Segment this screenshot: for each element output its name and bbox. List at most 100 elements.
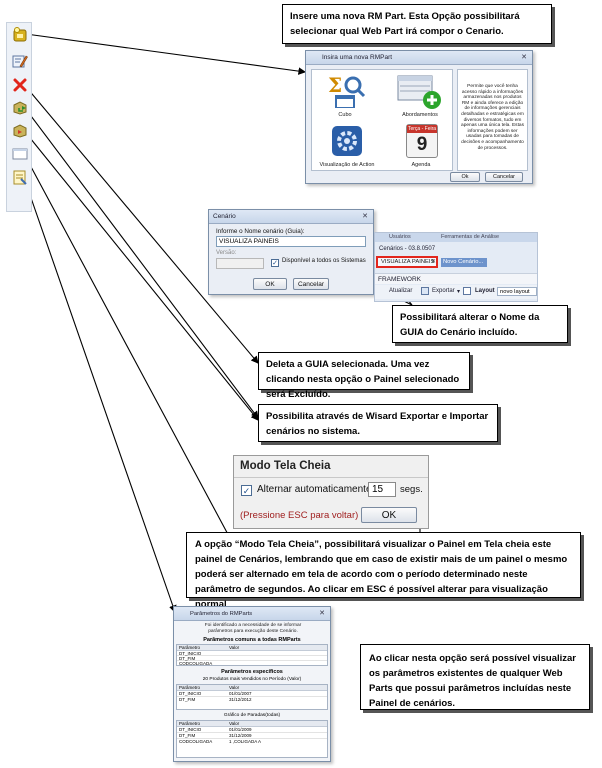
cube-icon: Σ xyxy=(328,74,366,108)
param-name: DT_INICIO xyxy=(179,727,202,732)
callout-delete: Deleta a GUIA selecionada. Uma vez clica… xyxy=(258,352,470,400)
svg-text:Σ: Σ xyxy=(328,74,342,97)
edit-name-icon[interactable] xyxy=(12,53,28,69)
callout-wizard: Possibilita através de Wisard Exportar e… xyxy=(258,404,498,442)
parameters-icon[interactable] xyxy=(12,169,28,185)
calendar-day: 9 xyxy=(416,134,428,155)
group1-table: Parâmetro Valor DT_INICIO 01/01/2007 DT_… xyxy=(176,684,328,710)
fullscreen-icon[interactable] xyxy=(12,146,28,162)
arrow-insert xyxy=(25,33,307,75)
print-icon[interactable] xyxy=(463,287,471,295)
col-param-header: Parâmetro xyxy=(179,645,201,650)
col-param-header: Parâmetro xyxy=(179,721,201,726)
new-cenario-tab[interactable]: Novo Cenário... xyxy=(441,258,487,267)
table-row[interactable]: DT_FIM 31/12/2012 xyxy=(177,697,327,703)
version-input[interactable] xyxy=(216,258,264,269)
table-header: Parâmetro Valor xyxy=(177,645,327,651)
active-tab-label: VISUALIZA PAINEIS xyxy=(381,259,435,265)
close-icon[interactable]: ✕ xyxy=(362,213,368,220)
export-icon[interactable] xyxy=(12,99,28,115)
params-dialog-title: Parâmetros do RMParts ✕ xyxy=(174,607,330,621)
rmpart-item-label: Abordamentos xyxy=(402,112,438,118)
insert-cancel-button[interactable]: Cancelar xyxy=(485,172,523,182)
rmpart-item-cubo[interactable]: Σ Cubo xyxy=(320,74,370,120)
table-row[interactable]: CODCOLIGADA xyxy=(177,661,327,666)
refresh-action[interactable]: Atualizar xyxy=(389,288,413,294)
cenario-dialog: Cenário ✕ Informe o Nome cenário (Guia):… xyxy=(208,209,374,295)
table-row[interactable]: DT_INICIO 01/01/2009 xyxy=(177,727,327,733)
table-row[interactable]: DT_FIM 31/12/2009 xyxy=(177,733,327,739)
table-header: Parâmetro Valor xyxy=(177,721,327,727)
breadcrumb: Cenários - 03.8.0507 xyxy=(379,246,436,252)
param-value: 01/01/2009 xyxy=(229,727,252,732)
rmpart-item-abordamentos[interactable]: Abordamentos xyxy=(392,74,448,120)
param-name: DT_FIM xyxy=(179,656,196,661)
divider xyxy=(234,477,428,478)
chevron-down-icon[interactable]: ▾ xyxy=(457,289,461,295)
rmpart-item-visualizacao-action[interactable]: Visualização de Action xyxy=(316,124,378,170)
layout-select[interactable]: novo layout xyxy=(497,287,537,296)
rmpart-item-label: Visualização de Action xyxy=(319,162,375,168)
cenario-ok-button[interactable]: OK xyxy=(253,278,287,290)
table-row[interactable]: DT_FIM xyxy=(177,656,327,661)
insert-ok-button[interactable]: Ok xyxy=(450,172,480,182)
table-row[interactable]: DT_INICIO xyxy=(177,651,327,656)
modo-tela-cheia-panel: Modo Tela Cheia ✓ Alternar automaticamen… xyxy=(233,455,429,529)
actions-row: Atualizar Exportar ▾ Layout novo layout xyxy=(375,285,537,299)
table-header: Parâmetro Valor xyxy=(177,685,327,691)
gear-screen-icon xyxy=(332,126,362,156)
calendar-icon: Terça - Feira 9 xyxy=(406,124,438,158)
calendar-header: Terça - Feira xyxy=(407,125,437,133)
export-action[interactable]: Exportar xyxy=(432,288,455,294)
export-icon xyxy=(421,287,429,295)
close-icon[interactable]: ✕ xyxy=(521,54,527,61)
close-icon[interactable]: ✕ xyxy=(431,259,437,265)
param-value: 01/01/2007 xyxy=(229,691,252,696)
group2-title: Gráfico de Paradas(todas) xyxy=(223,713,281,718)
tela-cheia-ok-button[interactable]: OK xyxy=(361,507,417,523)
callout-rename: Possibilitará alterar o Nome da GUIA do … xyxy=(392,305,568,343)
top-tab-bar: Usuários Ferramentas de Análise xyxy=(375,233,537,242)
param-name: CODCOLIGADA xyxy=(179,661,213,666)
active-cenario-tab[interactable]: VISUALIZA PAINEIS ✕ xyxy=(376,256,438,268)
callout-params-text: Ao clicar nesta opção será possível visu… xyxy=(369,653,576,709)
auto-switch-label: Alternar automaticamente xyxy=(257,484,372,495)
params-info: Foi identificado a necessidade de se inf… xyxy=(204,623,302,634)
table-row[interactable]: CODCOLIGADA 1 ,COLIGADA A xyxy=(177,739,327,745)
top-tab-usuarios[interactable]: Usuários xyxy=(389,234,411,240)
callout-insert-text: Insere uma nova RM Part. Esta Opção poss… xyxy=(290,11,520,37)
close-icon[interactable]: ✕ xyxy=(319,610,325,617)
cenario-tabs-strip: Usuários Ferramentas de Análise Cenários… xyxy=(374,232,538,302)
available-all-checkbox[interactable]: ✓ xyxy=(271,259,279,267)
params-dialog-title-text: Parâmetros do RMParts xyxy=(190,611,253,617)
callout-insert-part: Insere uma nova RM Part. Esta Opção poss… xyxy=(282,4,552,44)
rmpart-description: Permite que você tenha acesso rápido a i… xyxy=(457,69,528,171)
col-value-header: Valor xyxy=(229,645,240,650)
grid-add-icon xyxy=(397,75,441,109)
seconds-input[interactable]: 15 xyxy=(368,482,396,497)
common-params-header: Parâmetros comuns a todas RMParts xyxy=(203,637,301,643)
rmpart-gallery: Σ Cubo Abordamentos xyxy=(311,69,453,171)
layout-label: Layout xyxy=(475,288,495,294)
auto-switch-checkbox[interactable]: ✓ xyxy=(241,485,252,496)
col-value-header: Valor xyxy=(229,685,240,690)
available-all-label: Disponível a todos os Sistemas xyxy=(282,258,366,264)
esc-hint: (Pressione ESC para voltar) xyxy=(240,510,359,521)
table-row[interactable]: DT_INICIO 01/01/2007 xyxy=(177,691,327,697)
col-param-header: Parâmetro xyxy=(179,685,201,690)
param-value: 31/12/2012 xyxy=(229,697,252,702)
delete-icon[interactable] xyxy=(12,77,28,93)
rmpart-item-label: Cubo xyxy=(338,112,352,118)
top-tab-ferramentas[interactable]: Ferramentas de Análise xyxy=(441,234,500,240)
tela-cheia-title: Modo Tela Cheia xyxy=(240,460,331,472)
group1-title: 20 Produtos mais Vendidos no Período (Va… xyxy=(202,677,302,682)
insert-part-icon[interactable] xyxy=(12,27,28,43)
cenario-name-input[interactable]: VISUALIZA PAINEIS xyxy=(216,236,366,247)
specific-params-header: Parâmetros específicos xyxy=(221,669,283,675)
import-icon[interactable] xyxy=(12,122,28,138)
cenario-cancel-button[interactable]: Cancelar xyxy=(293,278,329,290)
insert-dialog-title-text: Insira uma nova RMPart xyxy=(322,54,393,61)
rmpart-item-agenda[interactable]: Terça - Feira 9 Agenda xyxy=(396,124,446,170)
param-name: DT_INICIO xyxy=(179,691,202,696)
parametros-dialog: Parâmetros do RMParts ✕ Foi identificado… xyxy=(173,606,331,762)
